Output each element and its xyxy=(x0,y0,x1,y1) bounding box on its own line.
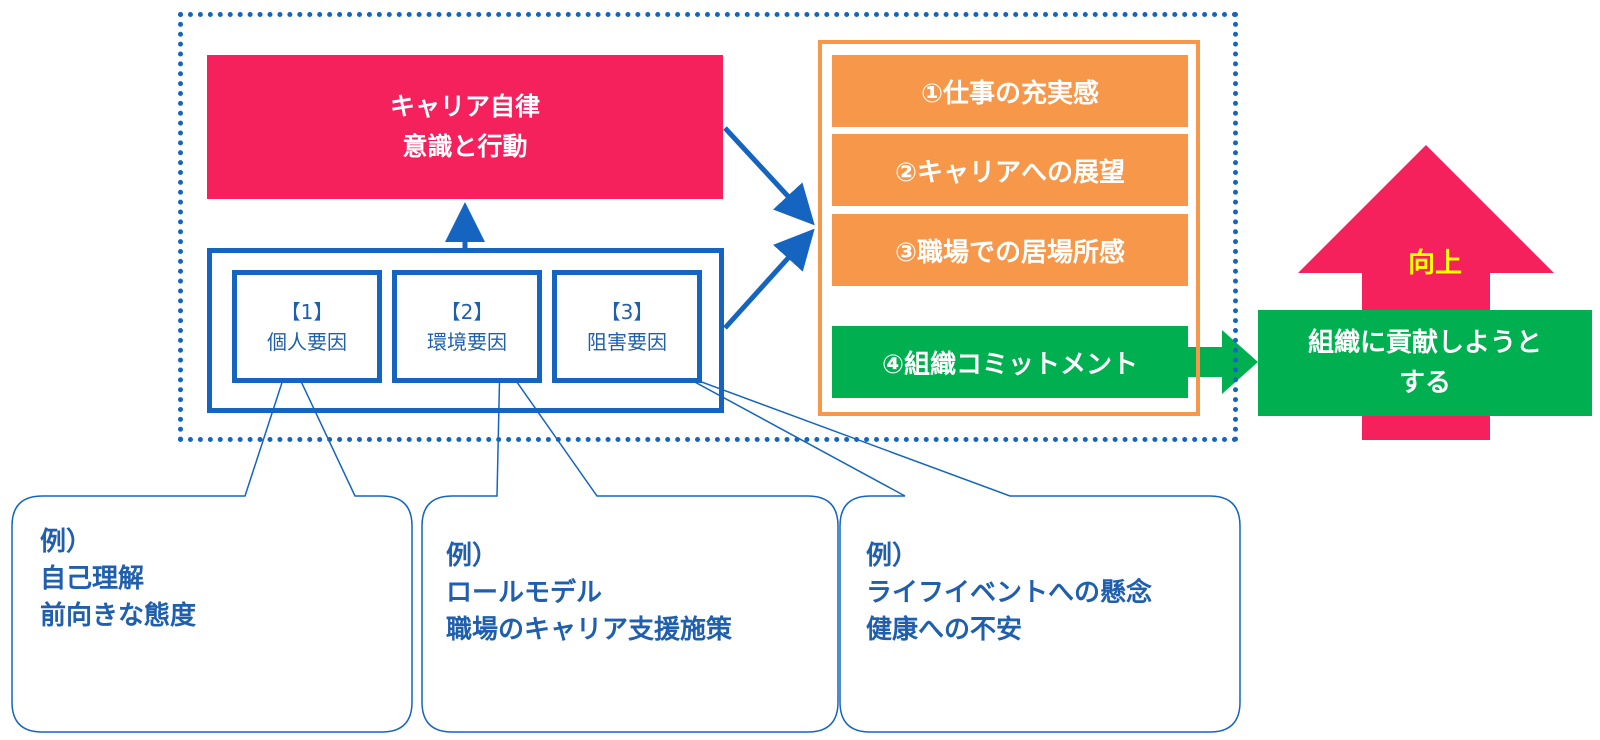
example-text-3: 例） ライフイベントへの懸念 健康への不安 xyxy=(866,538,1152,649)
factor-box-environment: 【2】 環境要因 xyxy=(392,270,542,383)
outcome-career-prospect: ②キャリアへの展望 xyxy=(832,134,1188,206)
factors-frame xyxy=(207,248,724,413)
factor-box-obstacle: 【3】 阻害要因 xyxy=(552,270,702,383)
factors-to-outcomes-arrow xyxy=(723,228,815,330)
outcomes-frame xyxy=(818,40,1200,416)
example-line: 自己理解 xyxy=(40,564,145,594)
career-autonomy-box: キャリア自律 意識と行動 xyxy=(207,55,723,199)
career-autonomy-line1: キャリア自律 xyxy=(389,92,540,121)
contribute-line1: 組織に貢献しようと xyxy=(1307,328,1542,358)
example-heading: 例） xyxy=(40,527,93,557)
example-heading: 例） xyxy=(446,541,499,571)
contribute-line2: する xyxy=(1398,368,1451,398)
factor-label: 個人要因 xyxy=(267,329,347,354)
improvement-label: 向上 xyxy=(1408,247,1462,279)
example-callout-2 xyxy=(421,355,839,733)
outcome-job-fulfillment: ①仕事の充実感 xyxy=(832,55,1188,127)
example-text-1: 例） 自己理解 前向きな態度 xyxy=(40,524,196,635)
example-line: ロールモデル xyxy=(446,578,603,608)
example-line: 健康への不安 xyxy=(866,615,1023,645)
example-line: ライフイベントへの懸念 xyxy=(866,578,1153,608)
contribute-box: 組織に貢献しようと する xyxy=(1258,310,1592,416)
example-text-2: 例） ロールモデル 職場のキャリア支援施策 xyxy=(446,538,732,649)
factor-number: 【3】 xyxy=(600,299,654,324)
factor-number: 【1】 xyxy=(280,299,334,324)
commit-to-contribute-arrow xyxy=(1188,330,1258,394)
system-frame xyxy=(178,12,1238,442)
career-autonomy-line2: 意識と行動 xyxy=(402,132,528,161)
example-line: 前向きな態度 xyxy=(40,601,197,631)
example-heading: 例） xyxy=(866,541,919,571)
outcome-organizational-commitment: ④組織コミットメント xyxy=(832,326,1188,398)
autonomy-to-outcomes-arrow xyxy=(723,126,815,226)
factor-box-personal: 【1】 個人要因 xyxy=(232,270,382,383)
factor-number: 【2】 xyxy=(440,299,494,324)
example-line: 職場のキャリア支援施策 xyxy=(446,615,733,645)
factor-label: 阻害要因 xyxy=(587,329,667,354)
outcome-workplace-belonging: ③職場での居場所感 xyxy=(832,214,1188,286)
factor-label: 環境要因 xyxy=(427,329,507,354)
example-callout-1 xyxy=(11,355,413,733)
example-callout-3 xyxy=(679,373,1241,733)
